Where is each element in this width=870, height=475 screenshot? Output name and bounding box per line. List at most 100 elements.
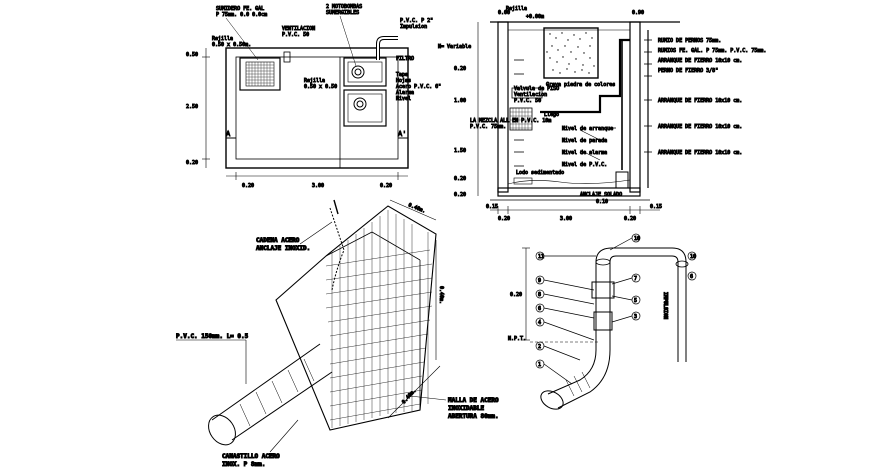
section-dim-w1: 0.15	[486, 204, 498, 210]
section-dim-left-3: 1.50	[454, 148, 466, 154]
section-dim-w3: 3.00	[560, 216, 572, 222]
label-rejilla-dim: 0.50 x 0.50m.	[212, 42, 251, 48]
label-sumidero-2: P 75mm. 0.0 0.0cm	[216, 12, 267, 18]
pipe-dim: 0.20	[510, 292, 522, 298]
label-rejilla-2-dim: 0.50 x 0.50	[304, 84, 337, 90]
section-right-7: ARRANQUE DE FIERRO 10x10 cm.	[658, 150, 742, 156]
basket-malla: MALLA DE ACERO	[448, 397, 499, 404]
pipe-impulsion: IMPULSION	[662, 292, 668, 319]
section-entrada-2: P.V.C. 75mm.	[470, 124, 506, 130]
balloon-4: 6	[538, 306, 541, 312]
plan-dim-w3: 0.20	[380, 183, 392, 189]
balloon-10: 5	[634, 298, 637, 304]
section-base: ANCLAJE SOLADO	[580, 192, 622, 198]
label-pvc: P.V.C. P 2"	[400, 18, 433, 24]
balloon-7: 1	[538, 362, 541, 368]
section-view: 0.00 Rejilla +0.00m 0.90 N= Variable RUM…	[438, 6, 767, 223]
section-entrada: LA MEZCLA ALL EN P.V.C. 10m	[470, 118, 551, 124]
balloon-12: 10	[690, 254, 696, 260]
plan-view: SUMIDERO FE. GAL P 75mm. 0.0 0.0cm Rejil…	[186, 4, 442, 190]
section-rejilla: Rejilla	[506, 6, 527, 12]
section-dim-w4: 0.20	[624, 216, 636, 222]
balloon-11: 3	[634, 314, 637, 320]
basket-cadena: CADENA ACERO	[256, 237, 300, 244]
section-llego-2: Nivel de arranque	[562, 126, 613, 132]
label-impulsion: Impulsion	[400, 24, 427, 30]
section-nivel: N= Variable	[438, 44, 471, 50]
label-ventilacion: VENTILACION	[282, 26, 315, 32]
balloon-2: 9	[538, 278, 541, 284]
label-motobombas: 2 MOTOBOMBAS	[326, 4, 362, 10]
section-llego-4: Nivel de alarma	[562, 150, 607, 156]
cut-a: A	[226, 130, 231, 138]
section-dim-left-4: 0.20	[454, 176, 466, 182]
section-llego: Llego	[544, 112, 559, 118]
basket-mesh	[325, 210, 433, 428]
basket-dim-h: 0.40m.	[438, 286, 444, 304]
label-nivel: Nivel	[396, 96, 411, 102]
section-screen	[509, 107, 533, 131]
basket-canastillo: CANASTILLO ACERO	[222, 453, 280, 460]
basket-dim-w: 0.40m.	[407, 202, 426, 214]
section-top-3: 0.90	[632, 10, 644, 16]
label-ventilacion-2: P.V.C. 50	[282, 32, 309, 38]
section-dim-w5: 0.15	[650, 204, 662, 210]
section-valvula: Valvula de PISO	[514, 86, 559, 92]
section-top-1: 0.00	[498, 10, 510, 16]
balloon-3: 8	[538, 292, 541, 298]
label-sumidero: SUMIDERO FE. GAL	[216, 6, 264, 12]
plan-grate-left	[239, 57, 281, 91]
section-top-2: +0.00m	[526, 14, 544, 20]
balloon-5: 4	[538, 320, 541, 326]
label-rejilla: Rejilla	[212, 36, 233, 42]
balloon-9: 7	[634, 276, 637, 282]
section-right-3: ARRANQUE DE FIERRO 10x10 cm.	[658, 58, 742, 64]
balloon-1: 11	[538, 254, 544, 260]
plan-pump-box-2	[343, 89, 387, 127]
basket-view: CADENA ACERO ANCLAJE INOXID. P.V.C. 150m…	[176, 199, 499, 469]
plan-dim-mid: 2.50	[186, 104, 198, 110]
label-rejilla-2: Rejilla	[304, 78, 325, 84]
section-grava: Grava piedra de colores	[546, 82, 615, 88]
plan-dim-w1: 0.20	[242, 183, 254, 189]
basket-malla-2: INOXIDABLE	[448, 405, 485, 412]
plan-pump-box-1	[343, 57, 387, 87]
section-dim-w2: 0.20	[498, 216, 510, 222]
section-gravel-box	[543, 27, 599, 79]
section-right-1: RUMIO DE PERNOS 75mm.	[658, 38, 721, 44]
label-filtro: FILTRO	[396, 56, 414, 62]
label-alarma: Alarma	[396, 90, 414, 96]
plan-dim-top: 0.50	[186, 52, 198, 58]
basket-malla-3: ABERTURA 80mm.	[448, 413, 499, 420]
pipe-balloons	[535, 233, 697, 385]
label-sumergibles: SUMERGIBLES	[326, 10, 359, 16]
section-right-4: PERNO DE FIERRO 3/8"	[658, 68, 718, 74]
section-dim-left-1: 0.20	[454, 66, 466, 72]
balloon-13: 6	[690, 274, 693, 280]
balloon-6: 2	[538, 344, 541, 350]
section-ventilacion: Ventilacion	[514, 92, 547, 98]
basket-pvc: P.V.C. 150mm. L= 0.5	[176, 333, 249, 340]
pipe-npt: N.P.T.	[508, 336, 526, 342]
basket-canastillo-2: INOX. P 8mm.	[222, 461, 265, 468]
section-dim-left-5: 0.20	[454, 192, 466, 198]
section-llego-3: Nivel de parada	[562, 138, 607, 144]
section-right-6: ARRANQUE DE FIERRO 10x10 cm.	[658, 124, 742, 130]
label-hojas: Hojas	[396, 78, 411, 84]
section-base-2: 0.10	[596, 199, 608, 205]
plan-dim-w2: 3.00	[312, 183, 324, 189]
section-pump	[615, 171, 629, 189]
plan-dim-bot: 0.20	[186, 160, 198, 166]
section-dim-left-2: 1.00	[454, 98, 466, 104]
balloon-8: 10	[634, 236, 640, 242]
label-acero: Acero P.V.C. 6"	[396, 84, 441, 90]
pipe-detail: 0.20 N.P.T. IMPULSION 11 9 8 6	[508, 233, 697, 410]
section-llego-5: Nivel de P.V.C.	[562, 162, 607, 168]
section-right-5: ARRANQUE DE FIERRO 10x10 cm.	[658, 98, 742, 104]
basket-cadena-2: ANCLAJE INOXID.	[256, 245, 310, 252]
cut-a-prime: A'	[398, 130, 406, 138]
section-salida: Lodo sedimentado	[516, 170, 564, 176]
label-tapa: Tapa	[396, 72, 408, 78]
section-ventilacion-2: P.V.C. 50	[514, 98, 541, 104]
